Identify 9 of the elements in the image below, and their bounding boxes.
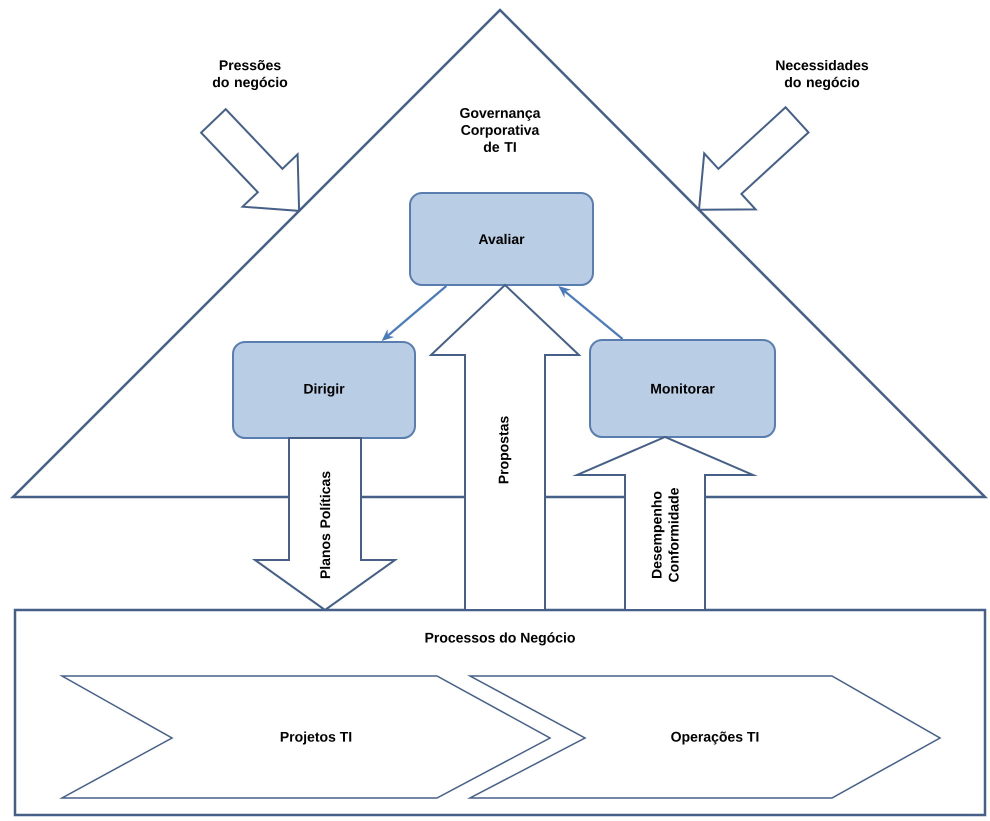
block-arrow: [252, 437, 398, 612]
rounded-box: Monitorar: [589, 339, 776, 438]
block-arrow: [428, 284, 582, 611]
rounded-box: Avaliar: [409, 192, 594, 286]
text-label: Necessidades do negócio: [776, 60, 868, 90]
rounded-box: Dirigir: [232, 341, 416, 439]
chevron: Operações TI: [466, 675, 942, 799]
text-label: Pressões do negócio: [212, 60, 288, 90]
chevron: Projetos TI: [59, 675, 552, 799]
